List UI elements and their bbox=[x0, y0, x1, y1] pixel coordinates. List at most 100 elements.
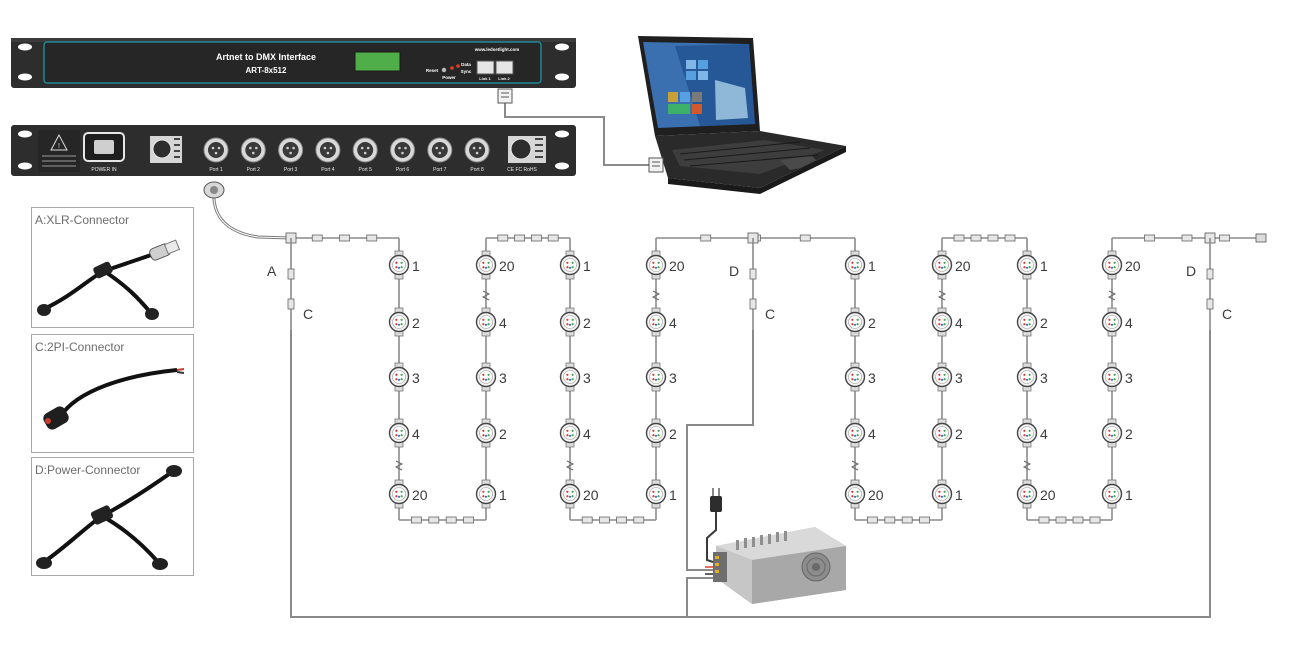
led-chip bbox=[943, 261, 946, 264]
led-node-label: 2 bbox=[1125, 426, 1133, 442]
dmx-port-pin bbox=[360, 146, 364, 150]
dmx-port-pin bbox=[404, 146, 407, 150]
led-chip bbox=[856, 318, 859, 321]
led-chip bbox=[853, 495, 857, 498]
led-node-label: 3 bbox=[499, 370, 507, 386]
led-chip bbox=[571, 266, 574, 269]
warning-icon bbox=[50, 133, 68, 151]
mains-cable bbox=[706, 510, 717, 563]
led-chip bbox=[940, 434, 944, 437]
led-chip bbox=[654, 434, 658, 437]
chain-gap-mark bbox=[937, 290, 947, 301]
led-node-lens bbox=[479, 315, 493, 329]
led-chip bbox=[397, 323, 401, 326]
led-chip bbox=[654, 323, 658, 326]
led-chip bbox=[1108, 318, 1111, 321]
rj45-plug-laptop bbox=[648, 157, 664, 173]
led-node-lens bbox=[848, 487, 862, 501]
inline-connector bbox=[366, 234, 378, 242]
led-chip bbox=[482, 323, 485, 326]
led-chip bbox=[1108, 434, 1111, 437]
inline-connector bbox=[1206, 268, 1214, 280]
dmx-port-label: Port 4 bbox=[321, 167, 335, 173]
led-chip bbox=[856, 373, 859, 376]
led-chip bbox=[395, 261, 398, 264]
led-node-label: 1 bbox=[1125, 487, 1133, 503]
device-model: ART-8x512 bbox=[246, 66, 287, 75]
led-chip bbox=[482, 490, 485, 493]
chain-gap-mark bbox=[1022, 460, 1032, 471]
led-node-label: 2 bbox=[412, 315, 420, 331]
led-chip bbox=[851, 266, 854, 269]
led-chip bbox=[566, 261, 569, 264]
led-chip bbox=[400, 373, 403, 376]
inline-connector bbox=[867, 516, 878, 524]
led-chip bbox=[566, 266, 569, 269]
chain-end-connector bbox=[1255, 233, 1267, 243]
led-chip bbox=[487, 318, 490, 321]
led-chip bbox=[482, 318, 485, 321]
led-chip bbox=[654, 495, 658, 498]
led-chip bbox=[652, 434, 655, 437]
power-feed-wire-psu bbox=[686, 577, 713, 617]
led-chip bbox=[652, 266, 655, 269]
led-chip bbox=[568, 266, 572, 269]
led-chip bbox=[943, 318, 946, 321]
led-node-label: 20 bbox=[868, 487, 884, 503]
led-chip bbox=[395, 266, 398, 269]
reset-button[interactable] bbox=[441, 67, 447, 73]
legend-xlr-label: A:XLR-Connector bbox=[35, 213, 130, 227]
led-node-label: 4 bbox=[583, 426, 591, 442]
power-in-label: POWER IN bbox=[91, 167, 117, 173]
led-chip bbox=[851, 323, 854, 326]
led-chip bbox=[1108, 378, 1111, 381]
led-node-lens bbox=[563, 426, 577, 440]
power-connector-icon bbox=[36, 465, 182, 570]
led-node-label: 2 bbox=[868, 315, 876, 331]
led-chip bbox=[943, 373, 946, 376]
laptop bbox=[638, 36, 846, 194]
led-node-lens bbox=[935, 426, 949, 440]
led-chip bbox=[1023, 266, 1026, 269]
led-chip bbox=[395, 490, 398, 493]
legend-power-label: D:Power-Connector bbox=[35, 463, 141, 477]
dmx-port-pin bbox=[289, 151, 292, 155]
led-chip bbox=[657, 434, 660, 437]
dmx-port-inner bbox=[469, 142, 486, 158]
led-node-label: 3 bbox=[412, 370, 420, 386]
led-node-lens bbox=[1020, 315, 1034, 329]
led-chip bbox=[657, 266, 660, 269]
led-chip bbox=[487, 266, 490, 269]
led-chip bbox=[397, 495, 401, 498]
led-chip bbox=[943, 490, 946, 493]
led-node-lens bbox=[392, 258, 406, 272]
led-chip bbox=[652, 318, 655, 321]
dmx-port-inner bbox=[431, 142, 448, 158]
led-node-label: 4 bbox=[955, 315, 963, 331]
device-title: Artnet to DMX Interface bbox=[216, 52, 316, 62]
dmx-port-label: Port 1 bbox=[209, 167, 223, 173]
led-node-label: 4 bbox=[499, 315, 507, 331]
connector-label-d: D bbox=[1186, 263, 1196, 279]
led-chip bbox=[484, 378, 488, 381]
led-node-lens bbox=[935, 370, 949, 384]
led-node-label: 3 bbox=[955, 370, 963, 386]
connector-label-c: C bbox=[1222, 306, 1232, 322]
inline-connector bbox=[1004, 234, 1016, 242]
connector-label-c: C bbox=[765, 306, 775, 322]
rack-front-panel: Artnet to DMX Interface ART-8x512 www.le… bbox=[11, 38, 576, 88]
legend-xlr-connector: A:XLR-Connector bbox=[31, 207, 194, 328]
led-chip bbox=[566, 323, 569, 326]
lcd-display bbox=[354, 51, 401, 72]
led-chip bbox=[1023, 323, 1026, 326]
led-chip bbox=[566, 495, 569, 498]
led-chip bbox=[652, 373, 655, 376]
led-chip bbox=[657, 323, 660, 326]
led-chip bbox=[1028, 261, 1031, 264]
led-node-lens bbox=[479, 426, 493, 440]
led-node-label: 20 bbox=[955, 258, 971, 274]
led-chip bbox=[566, 373, 569, 376]
led-chip bbox=[482, 261, 485, 264]
chain-gap-mark bbox=[565, 460, 575, 471]
dmx-port-inner bbox=[357, 142, 374, 158]
